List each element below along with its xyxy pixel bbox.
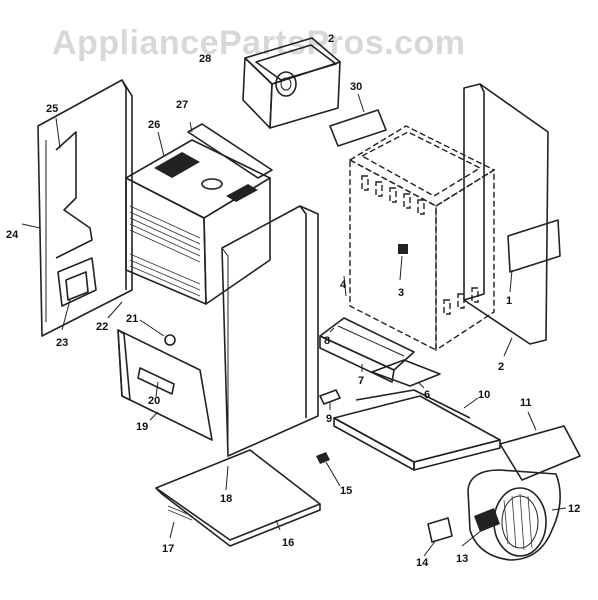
part-burner-assembly — [319, 317, 441, 387]
callout-10: 10 — [478, 389, 490, 401]
callout-24: 24 — [6, 229, 19, 241]
callout-15: 15 — [340, 485, 352, 497]
callout-1: 1 — [506, 295, 512, 307]
callout-7: 7 — [358, 375, 364, 387]
leader-lines — [21, 93, 567, 557]
part-blower-housing — [427, 425, 581, 561]
part-base-plate — [155, 449, 321, 547]
callout-18: 18 — [220, 493, 232, 505]
callout-6: 6 — [424, 389, 430, 401]
part-gas-valve-fitting — [316, 389, 341, 464]
callout-9: 9 — [326, 413, 332, 425]
callout-23: 23 — [56, 337, 68, 349]
callout-21: 21 — [126, 313, 138, 325]
part-flue-plate — [329, 109, 387, 147]
callout-22: 22 — [96, 321, 108, 333]
callout-labels: 28 2 30 27 26 25 24 23 22 21 20 19 18 17… — [6, 33, 580, 569]
callout-28: 28 — [199, 53, 211, 65]
callout-4: 4 — [340, 279, 347, 291]
callout-17: 17 — [162, 543, 174, 555]
callout-2-top: 2 — [328, 33, 334, 45]
callout-2-right: 2 — [498, 361, 504, 373]
callout-30: 30 — [350, 81, 362, 93]
part-front-panel — [221, 205, 319, 457]
part-vent-plate — [242, 37, 341, 129]
part-heat-exchanger — [348, 125, 496, 352]
part-lower-door — [117, 329, 213, 441]
callout-19: 19 — [136, 421, 148, 433]
callout-27: 27 — [176, 99, 188, 111]
part-furnace-cabinet — [125, 139, 271, 305]
callout-20: 20 — [148, 395, 160, 407]
part-filter — [333, 389, 501, 471]
callout-12: 12 — [568, 503, 580, 515]
part-left-side-panel — [37, 79, 133, 337]
callout-11: 11 — [520, 397, 532, 409]
part-right-side-panel — [463, 83, 561, 345]
callout-3: 3 — [398, 287, 404, 299]
callout-26: 26 — [148, 119, 160, 131]
watermark-text: AppliancePartsPros.com — [52, 24, 465, 62]
callout-25: 25 — [46, 103, 58, 115]
callout-8: 8 — [324, 335, 330, 347]
callout-13: 13 — [456, 553, 468, 565]
callout-14: 14 — [416, 557, 429, 569]
callout-16: 16 — [282, 537, 294, 549]
part-top-strip — [187, 123, 273, 179]
